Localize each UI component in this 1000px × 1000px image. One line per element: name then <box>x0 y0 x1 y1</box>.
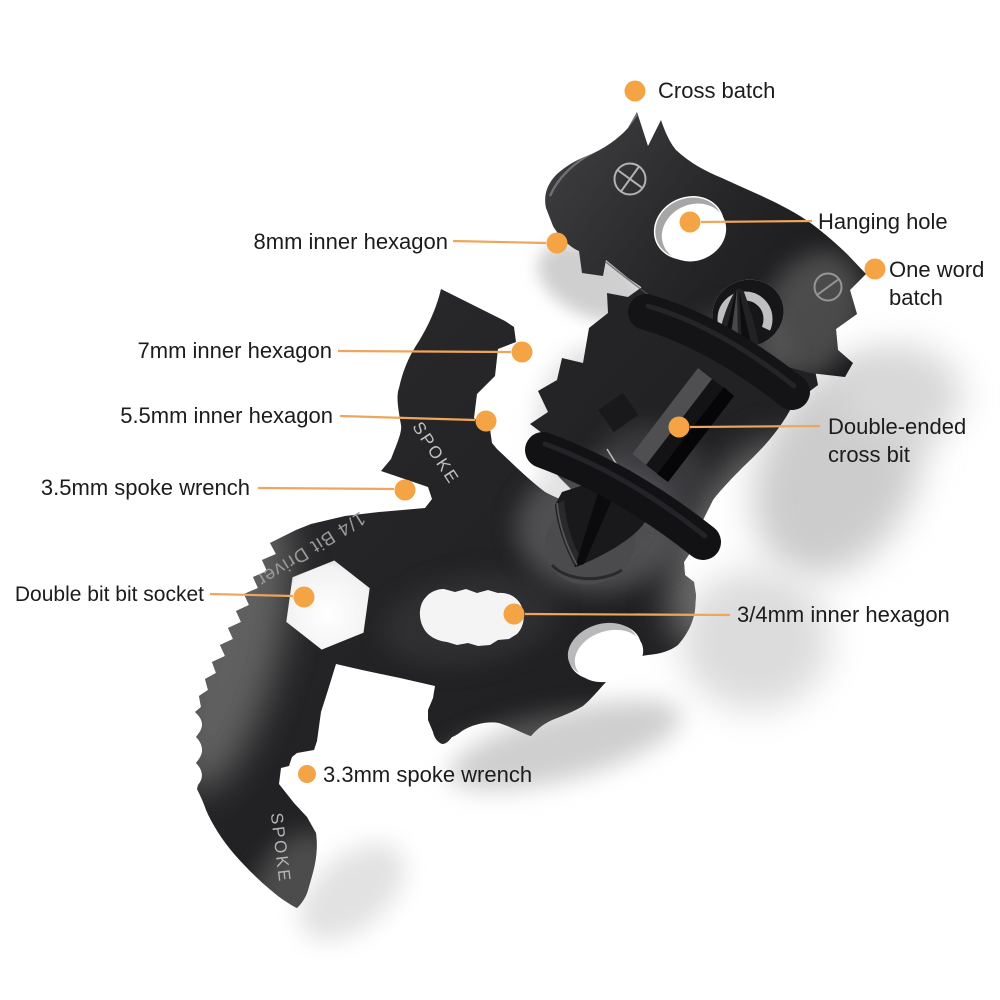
svg-text:8mm inner hexagon: 8mm inner hexagon <box>254 229 448 254</box>
svg-text:Cross batch: Cross batch <box>658 78 775 103</box>
svg-text:3.5mm spoke wrench: 3.5mm spoke wrench <box>41 475 250 500</box>
svg-text:batch: batch <box>889 285 943 310</box>
svg-text:7mm inner hexagon: 7mm inner hexagon <box>138 338 332 363</box>
svg-text:cross bit: cross bit <box>828 442 910 467</box>
svg-text:Double-ended: Double-ended <box>828 414 966 439</box>
svg-text:One word: One word <box>889 257 984 282</box>
svg-text:5.5mm inner hexagon: 5.5mm inner hexagon <box>120 403 333 428</box>
svg-text:Double bit bit socket: Double bit bit socket <box>15 583 204 606</box>
svg-text:Hanging hole: Hanging hole <box>818 209 948 234</box>
svg-text:3.3mm spoke wrench: 3.3mm spoke wrench <box>323 762 532 787</box>
svg-text:3/4mm inner hexagon: 3/4mm inner hexagon <box>737 602 950 627</box>
